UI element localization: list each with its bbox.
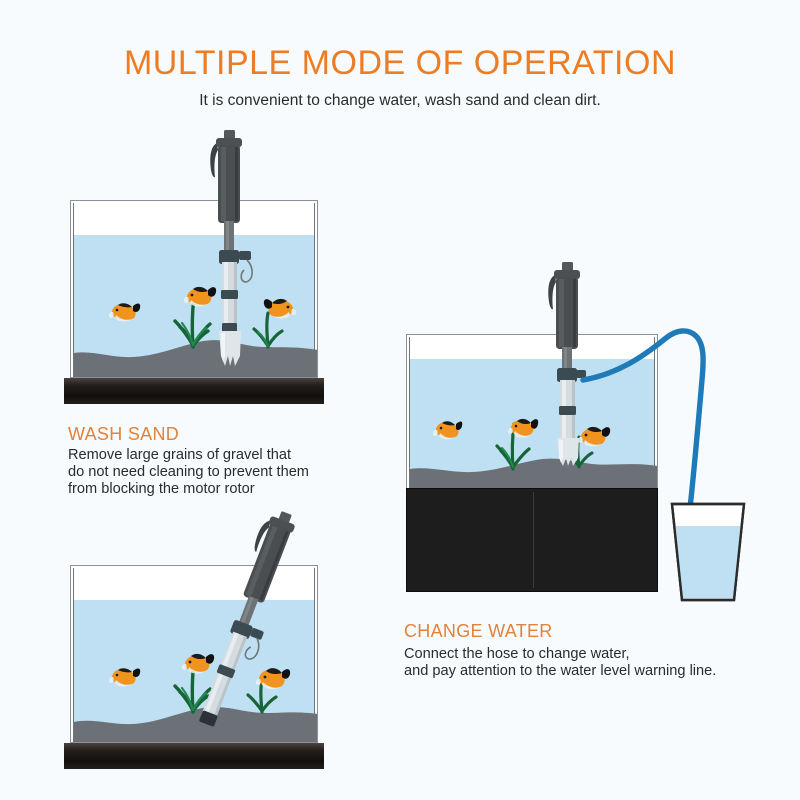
page-title: MULTIPLE MODE OF OPERATION — [123, 44, 677, 82]
tank-gravel — [74, 331, 317, 377]
tank-gravel — [74, 696, 317, 742]
caption-body-change-water: Connect the hose to change water, and pa… — [404, 646, 717, 680]
water-change-pump — [210, 130, 253, 366]
fish — [181, 653, 215, 674]
water-change-pump — [548, 262, 586, 466]
fish — [432, 421, 463, 440]
tank-base — [64, 378, 324, 404]
caption-heading-change-water: CHANGE WATER — [404, 621, 553, 641]
aquatic-plant — [495, 422, 531, 471]
fish — [108, 303, 141, 322]
tank-gravel — [410, 453, 657, 489]
water-change-pump — [199, 511, 295, 727]
aquarium-tank — [70, 565, 318, 743]
illustration-change-water — [398, 262, 798, 612]
fish — [108, 668, 141, 687]
water-bucket — [670, 502, 746, 602]
illustration-wash-sand — [60, 130, 350, 420]
tank-glass-inner — [409, 337, 657, 489]
pump-hook-icon — [210, 143, 218, 178]
aquarium-tank — [70, 200, 318, 378]
fish — [577, 426, 611, 447]
tank-base — [64, 743, 324, 769]
page-subtitle: It is convenient to change water, wash s… — [199, 92, 601, 109]
fish — [255, 668, 291, 690]
aquatic-plant — [252, 311, 284, 349]
tank-glass-inner — [73, 203, 317, 377]
pump-hook-icon — [548, 275, 556, 310]
caption-heading-wash-sand: WASH SAND — [68, 424, 180, 444]
caption-body-wash-sand: Remove large grains of gravel that do no… — [68, 447, 309, 498]
aquarium-cabinet — [406, 488, 658, 592]
fish — [507, 418, 539, 438]
pump-hook-icon — [254, 520, 271, 552]
fish — [263, 298, 297, 319]
bucket-water — [674, 526, 742, 598]
drain-hose — [580, 328, 706, 511]
tank-glass-inner — [73, 568, 317, 742]
illustration-clean-dirt — [60, 495, 350, 785]
fish — [183, 286, 217, 307]
cabinet-door-seam — [533, 492, 534, 588]
aquarium-tank — [406, 334, 658, 490]
